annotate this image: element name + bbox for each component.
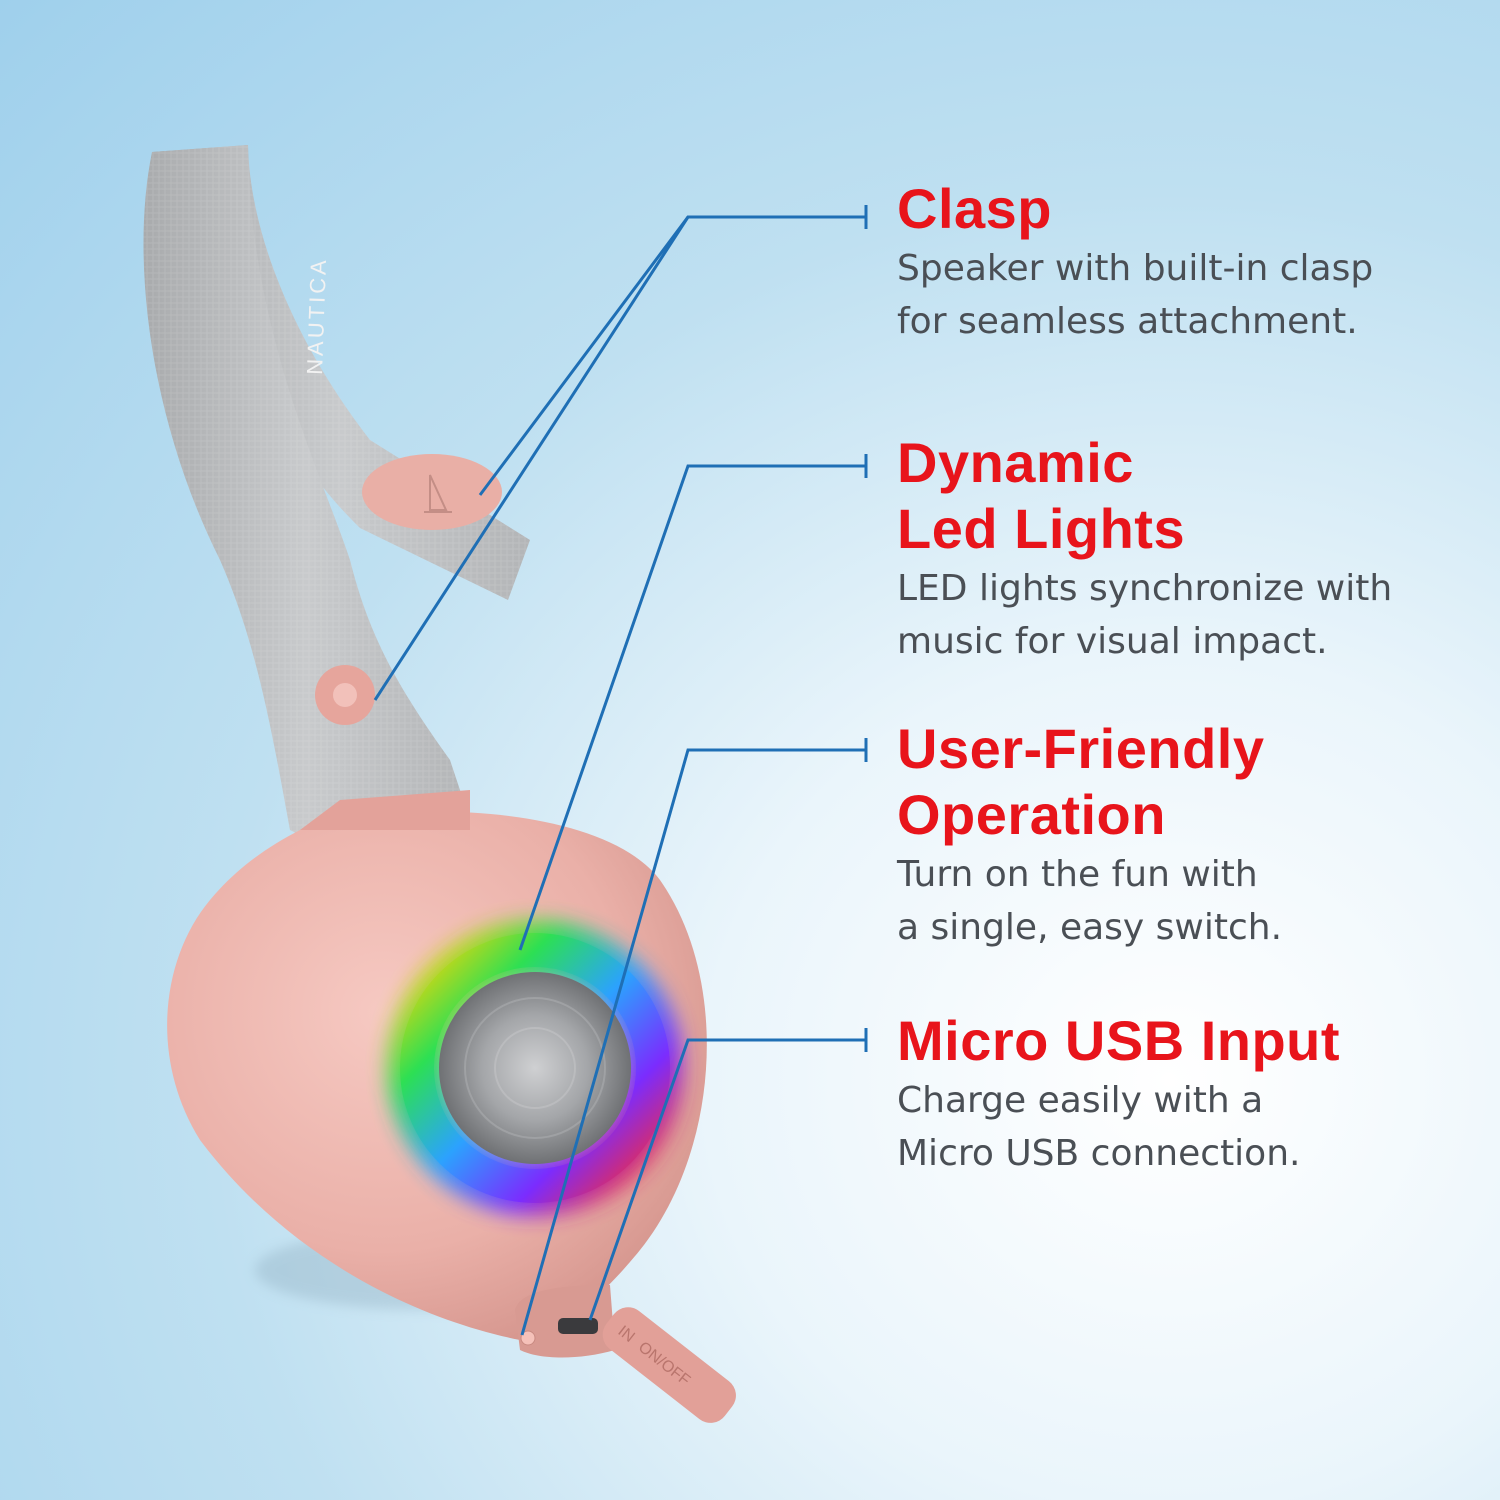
port-panel bbox=[515, 1285, 615, 1358]
callout-lines bbox=[373, 205, 868, 1336]
feature-description: LED lights synchronize with music for vi… bbox=[897, 568, 1393, 662]
feature-title: Clasp bbox=[897, 177, 1052, 240]
feature-description: Charge easily with a Micro USB connectio… bbox=[897, 1080, 1301, 1174]
callout-led bbox=[518, 464, 866, 951]
feature-title: Micro USB Input bbox=[897, 1009, 1341, 1072]
feature-description: Speaker with built-in clasp for seamless… bbox=[897, 248, 1374, 342]
callout-clasp-snap bbox=[373, 216, 690, 701]
feature-title: User-Friendly Operation bbox=[897, 717, 1265, 846]
feature-description: Turn on the fun with a single, easy swit… bbox=[897, 854, 1283, 948]
callout-switch bbox=[520, 748, 866, 1336]
usb-port bbox=[558, 1318, 598, 1334]
strap-brand-text: NAUTICA bbox=[302, 257, 331, 375]
feature-led-lights: Dynamic Led Lights LED lights synchroniz… bbox=[897, 430, 1392, 668]
feature-title: Dynamic Led Lights bbox=[897, 431, 1186, 560]
speaker-grille bbox=[439, 972, 631, 1164]
feature-user-friendly: User-Friendly Operation Turn on the fun … bbox=[897, 716, 1282, 954]
feature-clasp: Clasp Speaker with built-in clasp for se… bbox=[897, 176, 1373, 348]
feature-micro-usb: Micro USB Input Charge easily with a Mic… bbox=[897, 1008, 1340, 1180]
callout-clasp bbox=[478, 215, 866, 496]
power-switch: IN ON/OFF bbox=[602, 1307, 736, 1423]
led-indicator bbox=[520, 1330, 536, 1346]
led-ring bbox=[387, 920, 683, 1216]
clasp-disc bbox=[362, 454, 502, 530]
callout-usb bbox=[588, 1038, 866, 1321]
sailboat-icon bbox=[424, 474, 452, 513]
